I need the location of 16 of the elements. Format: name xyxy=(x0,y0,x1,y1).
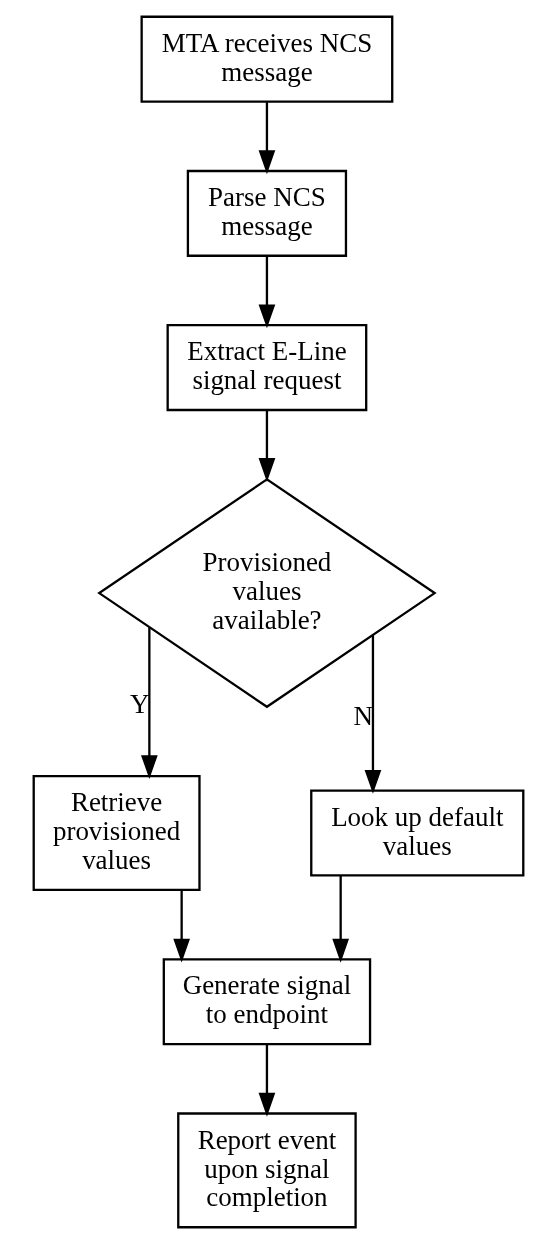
arrow xyxy=(364,635,381,794)
arrow xyxy=(258,102,275,175)
arrow xyxy=(172,890,190,963)
arrow xyxy=(258,1044,275,1117)
node-box: Parse NCS message xyxy=(186,169,347,257)
node-box: Look up default values xyxy=(309,789,524,877)
node-box: MTA receives NCS message xyxy=(140,15,393,103)
node-box: Retrieve provisioned values xyxy=(32,775,201,892)
node-box: Generate signal to endpoint xyxy=(162,958,371,1046)
arrow xyxy=(331,875,349,963)
node-box: Extract E-Line signal request xyxy=(166,324,367,412)
node-box: Report event upon signal completion xyxy=(176,1112,357,1229)
arrow xyxy=(140,627,158,780)
edge-label: N xyxy=(353,700,373,731)
arrow xyxy=(258,256,275,329)
arrow xyxy=(258,410,275,483)
